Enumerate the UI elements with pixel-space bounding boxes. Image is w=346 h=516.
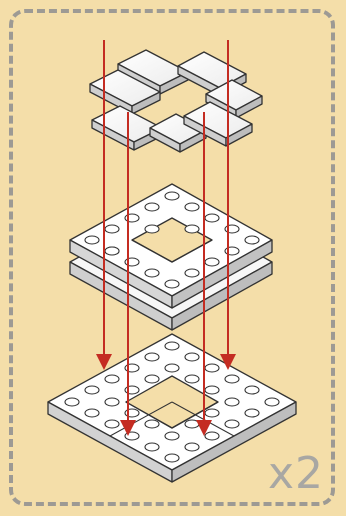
tile-frame-top (89, 49, 263, 153)
assembly-arrows (96, 40, 236, 436)
plate-frame-bottom (47, 333, 297, 483)
quantity-multiplier: x2 (267, 448, 324, 499)
plate-frame-middle (69, 183, 273, 331)
dashed-frame (9, 9, 335, 506)
